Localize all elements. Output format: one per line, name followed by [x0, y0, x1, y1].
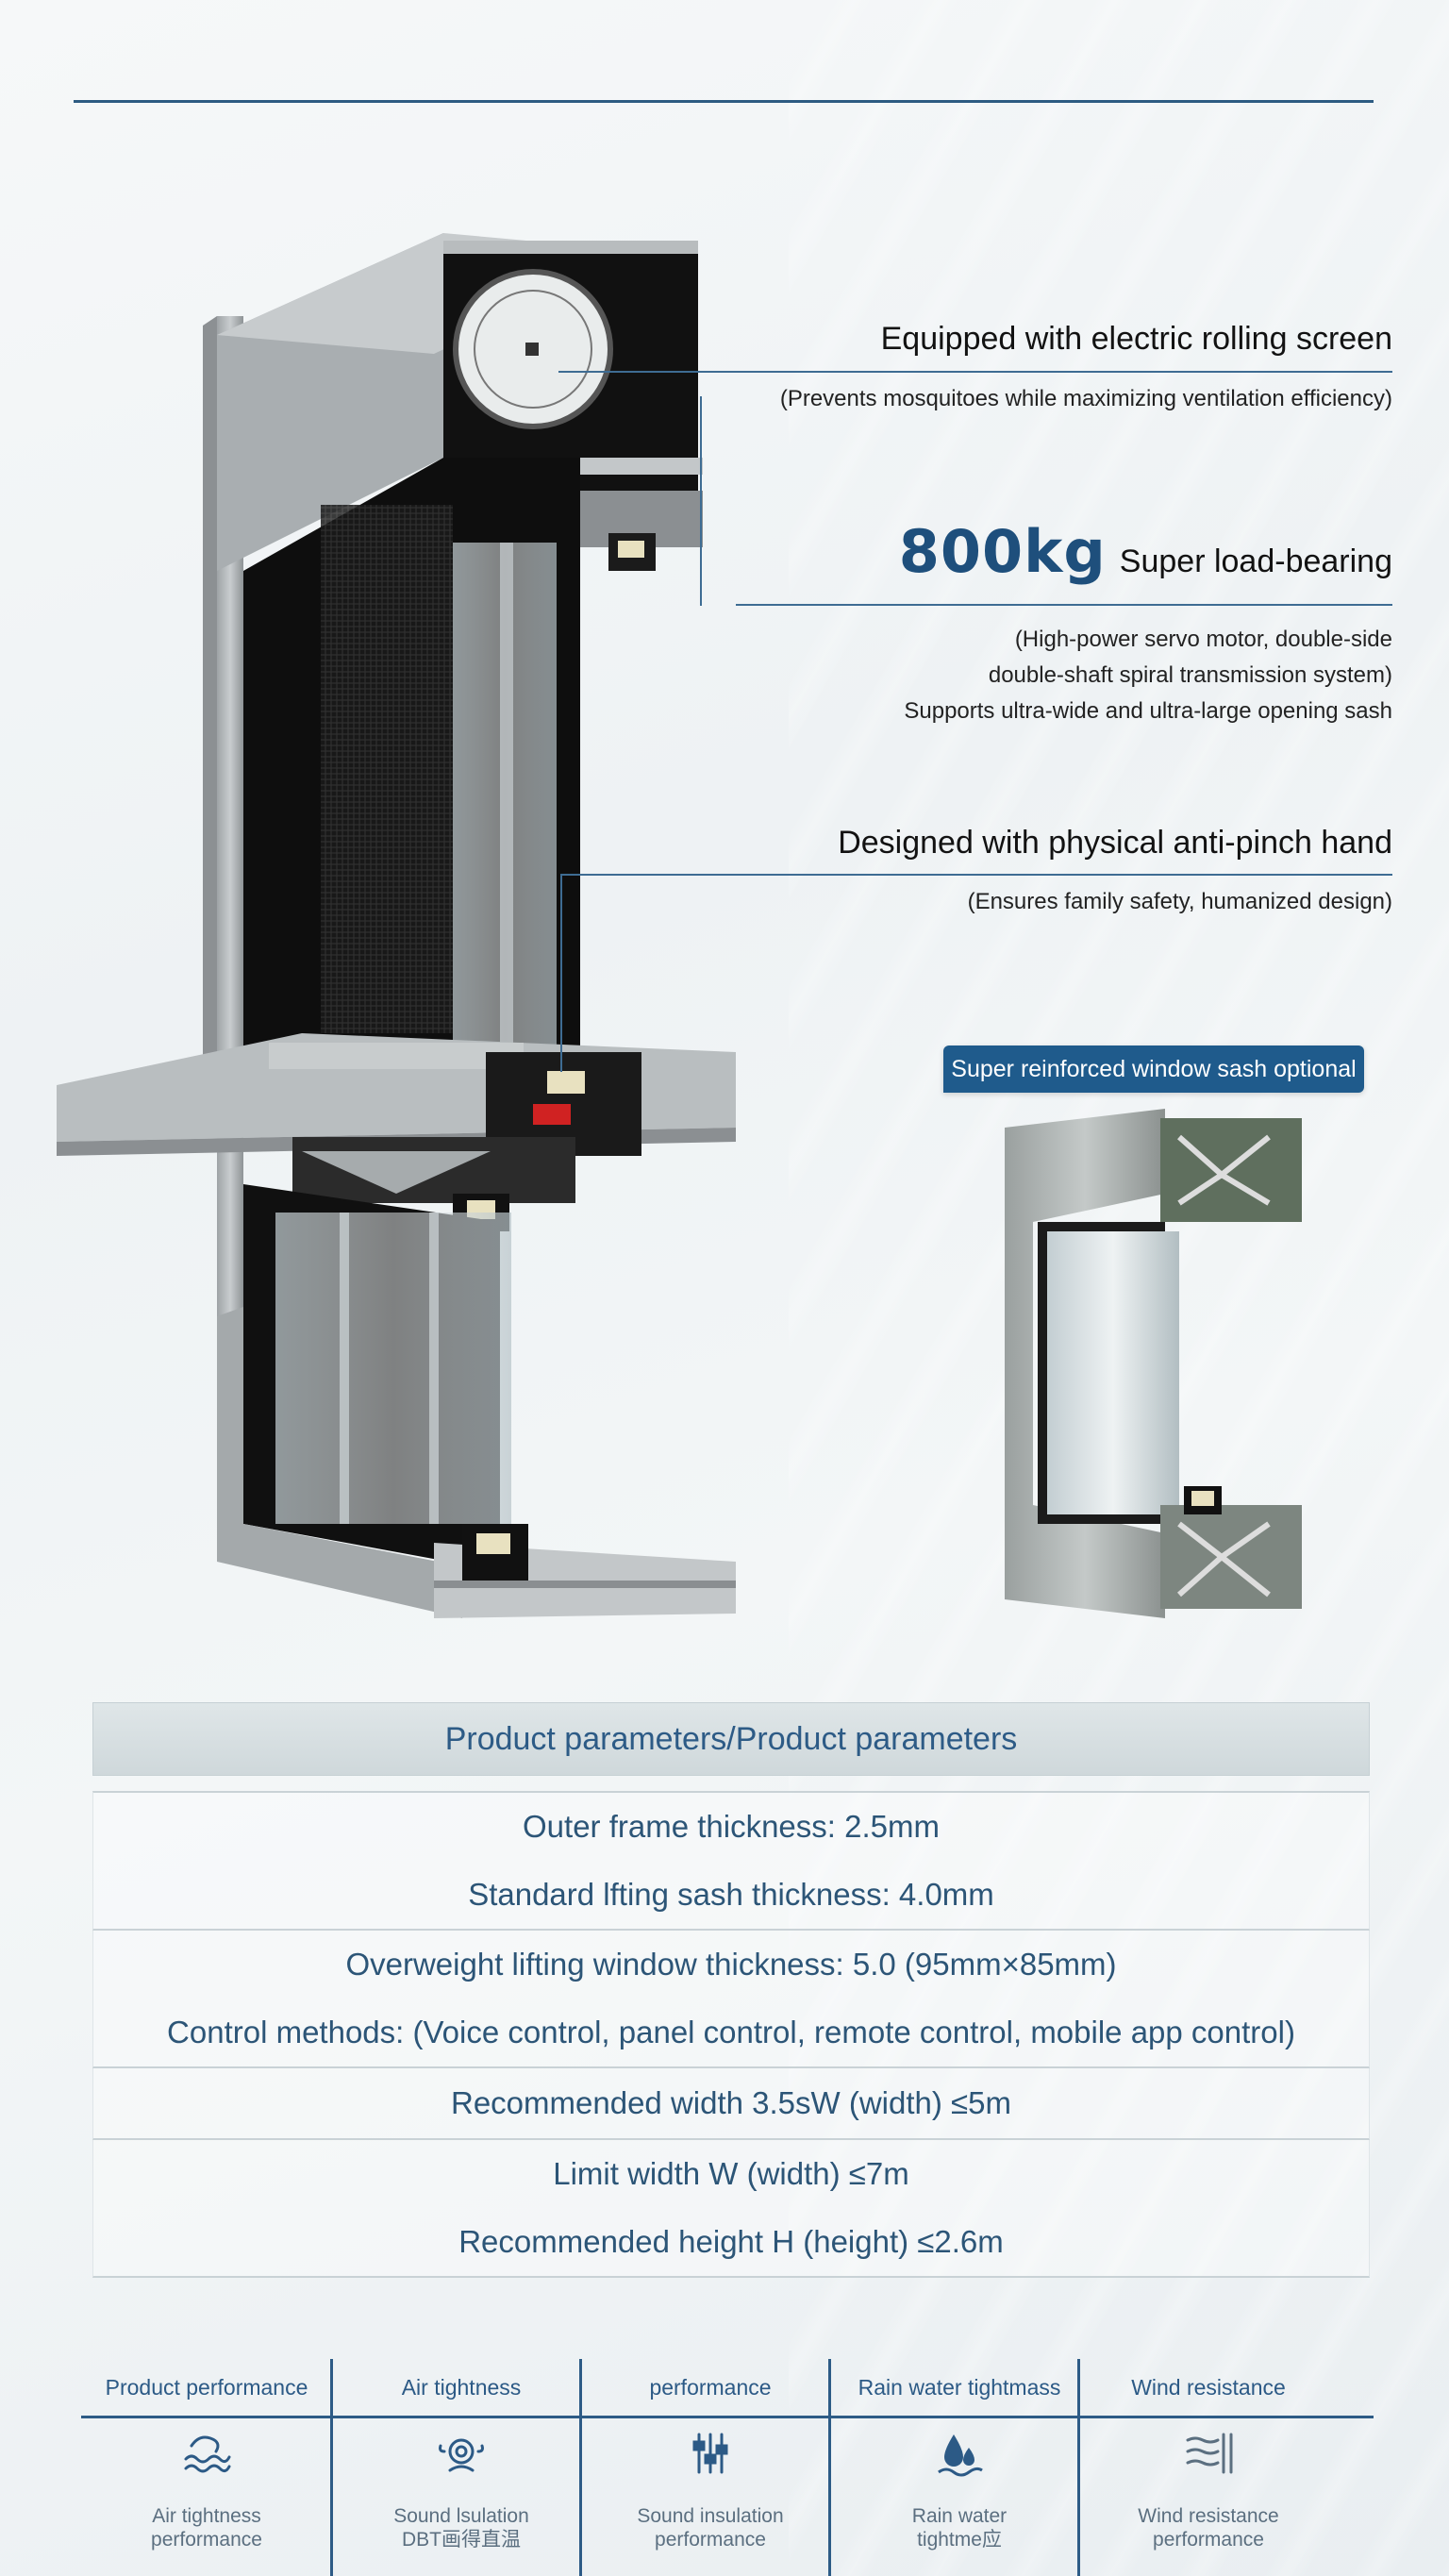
anti-pinch-leader [562, 874, 1392, 876]
waves-icon [81, 2416, 332, 2491]
performance-caption-line1: Sound lsulation [393, 2505, 529, 2527]
performance-column: Wind resistance Wind resistance performa… [1083, 2359, 1334, 2576]
performance-header: Product performance [105, 2375, 308, 2400]
parameter-row: Outer frame thickness: 2.5mm [523, 1809, 940, 1844]
parameter-group: Recommended width 3.5sW (width) ≤5m [92, 2068, 1370, 2140]
performance-column: performance Sound insulation performance [585, 2359, 836, 2576]
performance-divider [1077, 2359, 1080, 2576]
performance-caption-line1: Wind resistance [1138, 2505, 1279, 2527]
performance-header: performance [649, 2375, 772, 2400]
performance-section: Product performance Air tightness perfor… [81, 2359, 1374, 2576]
parameter-table: Product parameters/Product parameters Ou… [92, 1702, 1370, 2278]
performance-header: Wind resistance [1131, 2375, 1286, 2400]
performance-column: Air tightness Sound lsulation DBT画得直温 [336, 2359, 587, 2576]
performance-column: Product performance Air tightness perfor… [81, 2359, 332, 2576]
water-drop-icon [834, 2416, 1085, 2491]
window-cross-section-illustration [57, 222, 764, 1628]
performance-divider [828, 2359, 831, 2576]
rolling-screen-leader [558, 371, 1392, 373]
parameter-group: Limit width W (width) ≤7m Recommended he… [92, 2140, 1370, 2278]
parameter-row: Recommended height H (height) ≤2.6m [458, 2224, 1004, 2259]
parameter-group: Outer frame thickness: 2.5mm Standard lf… [92, 1791, 1370, 1931]
anti-pinch-title: Designed with physical anti-pinch hand [838, 825, 1392, 861]
performance-divider [579, 2359, 582, 2576]
performance-column: Rain water tightmass Rain water tightme应 [834, 2359, 1085, 2576]
parameter-row: Control methods: (Voice control, panel c… [167, 2015, 1295, 2049]
sash-badge: Super reinforced window sash optional [943, 1045, 1364, 1093]
performance-caption-line1: Sound insulation [637, 2505, 784, 2527]
performance-caption-line2: performance [1153, 2529, 1264, 2551]
performance-caption-line1: Air tightness [152, 2505, 261, 2527]
parameter-table-header: Product parameters/Product parameters [92, 1702, 1370, 1776]
top-divider [74, 100, 1374, 103]
load-leader-vertical [700, 396, 702, 606]
parameter-group: Overweight lifting window thickness: 5.0… [92, 1931, 1370, 2068]
load-label: Super load-bearing [1119, 544, 1392, 579]
load-detail-line1: (High-power servo motor, double-side [1014, 627, 1392, 652]
load-detail-line2: double-shaft spiral transmission system) [988, 662, 1392, 688]
performance-caption-line2: tightme应 [917, 2529, 1002, 2551]
performance-caption-line2: performance [655, 2529, 766, 2551]
anti-pinch-leader-vertical [560, 874, 562, 1072]
load-detail-line3: Supports ultra-wide and ultra-large open… [904, 698, 1392, 724]
performance-caption-line2: performance [151, 2529, 262, 2551]
performance-divider [330, 2359, 333, 2576]
performance-header: Rain water tightmass [858, 2375, 1061, 2400]
parameter-row: Limit width W (width) ≤7m [553, 2156, 909, 2191]
performance-caption-line1: Rain water [911, 2505, 1008, 2527]
performance-header: Air tightness [401, 2375, 522, 2400]
reinforced-sash-illustration [995, 1109, 1316, 1618]
wind-icon [1083, 2416, 1334, 2491]
sound-insulation-icon [336, 2416, 587, 2491]
load-leader [736, 604, 1392, 606]
parameter-row: Standard lfting sash thickness: 4.0mm [468, 1877, 994, 1912]
parameter-row: Overweight lifting window thickness: 5.0… [345, 1947, 1117, 1982]
performance-rule [81, 2416, 1374, 2418]
anti-pinch-subtitle: (Ensures family safety, humanized design… [967, 889, 1392, 914]
parameter-row: Recommended width 3.5sW (width) ≤5m [451, 2085, 1011, 2120]
sliders-icon [585, 2416, 836, 2491]
rolling-screen-title: Equipped with electric rolling screen [880, 321, 1392, 357]
load-bearing-title: 800kg Super load-bearing [899, 517, 1392, 586]
performance-caption-line2: DBT画得直温 [402, 2529, 521, 2551]
rolling-screen-subtitle: (Prevents mosquitoes while maximizing ve… [779, 386, 1392, 411]
load-value: 800kg [898, 517, 1107, 586]
